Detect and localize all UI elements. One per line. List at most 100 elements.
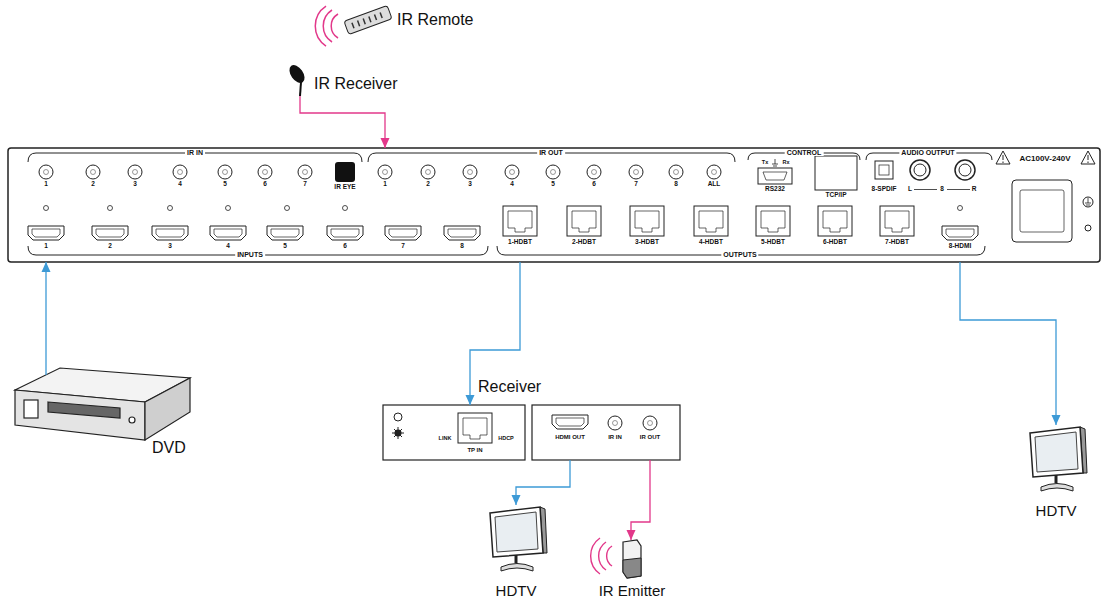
matrix-panel (210, 226, 246, 240)
matrix-panel (267, 226, 303, 240)
port-label: 2 (108, 243, 112, 250)
matrix-panel (44, 206, 49, 211)
matrix-panel (763, 172, 787, 180)
node-label: IR Emitter (599, 583, 666, 598)
port-label: INPUTS (235, 251, 265, 258)
arrow-head (381, 138, 390, 148)
port-label: L (908, 186, 912, 193)
matrix-panel (335, 162, 355, 182)
ir-emitter-drawing (591, 538, 612, 574)
matrix-panel (959, 164, 971, 176)
matrix-panel (669, 165, 683, 179)
ir-emitter-drawing (623, 558, 641, 578)
matrix-panel (444, 226, 480, 240)
port-label: 7 (303, 181, 307, 188)
receiver-drawing (552, 415, 588, 429)
port-label: 8 (674, 181, 678, 188)
port-label: 1 (44, 243, 48, 250)
cable-connector (631, 460, 650, 540)
matrix-panel (818, 206, 852, 236)
matrix-panel (1085, 198, 1091, 205)
matrix-panel (955, 160, 975, 180)
matrix-panel (343, 206, 348, 211)
port-label: LINK (439, 436, 452, 442)
hdtv: HDTV (1025, 425, 1088, 496)
matrix-panel (128, 165, 142, 179)
node-label: Receiver (478, 379, 541, 395)
port-label: 7 (634, 181, 638, 188)
matrix-panel (86, 165, 100, 179)
ir-remote-drawing (315, 6, 338, 46)
matrix-panel (1088, 155, 1089, 163)
dvd-player: DVD (15, 368, 190, 440)
matrix-panel (28, 153, 992, 255)
matrix-panel (8, 148, 1100, 262)
matrix-panel (226, 206, 231, 211)
port-label: 3-HDBT (635, 239, 659, 246)
port-label: TP IN (467, 447, 482, 453)
hdtv: HDTV (485, 505, 548, 576)
port-label: 8 (460, 243, 464, 250)
matrix-panel (327, 226, 363, 240)
dvd-drawing (45, 368, 46, 375)
port-label: 3 (468, 181, 472, 188)
matrix-panel (629, 165, 643, 179)
port-label: OUTPUTS (721, 251, 758, 258)
matrix-panel (421, 165, 435, 179)
arrow-head (466, 395, 475, 405)
matrix-panel (218, 165, 232, 179)
port-label: 6 (263, 181, 267, 188)
port-label: 2-HDBT (572, 239, 596, 246)
dvd-drawing (15, 368, 190, 440)
matrix-panel (875, 161, 893, 179)
cable-connector (300, 96, 385, 148)
dvd-drawing (48, 402, 120, 418)
receiver-drawing (383, 405, 525, 460)
matrix-panel (587, 165, 601, 179)
port-label: RS232 (765, 186, 785, 193)
matrix-panel (756, 206, 790, 236)
matrix-panel (958, 206, 963, 211)
receiver: ReceiverLINKHDCPTP INHDMI OUTIR INIR OUT (383, 405, 680, 460)
matrix-panel (258, 165, 272, 179)
port-label: ALL (708, 181, 721, 188)
matrix-panel (546, 165, 560, 179)
arrow-head (627, 530, 636, 540)
port-label: 4 (510, 181, 514, 188)
dvd-drawing (129, 417, 135, 423)
arrow-head (1052, 415, 1061, 425)
remote: IR Remote (343, 6, 393, 36)
port-label: 6 (343, 243, 347, 250)
port-label: 1 (383, 181, 387, 188)
node-label: IR Receiver (314, 76, 398, 92)
cable-connector (516, 460, 570, 505)
matrix-panel (942, 226, 978, 240)
dvd-drawing (145, 378, 190, 440)
port-label: IR IN (185, 149, 205, 156)
receiver-drawing (643, 416, 657, 430)
matrix-panel (152, 226, 188, 240)
ir-emitter: IR Emitter (620, 540, 642, 578)
port-label: 6 (592, 181, 596, 188)
matrix-panel (298, 165, 312, 179)
port-label: 4 (226, 243, 230, 250)
matrix-panel (694, 206, 728, 236)
cable-connector (960, 262, 1056, 425)
ir-emitter-drawing (623, 540, 641, 578)
port-label: 1 (44, 181, 48, 188)
receiver-drawing (608, 416, 622, 430)
ir-remote-drawing (344, 6, 392, 35)
matrix-panel (1003, 155, 1004, 163)
matrix-panel (1085, 225, 1091, 231)
port-label: R (972, 186, 977, 193)
port-label: TCP/IP (826, 192, 847, 199)
node-label: DVD (152, 440, 186, 456)
port-label: CONTROL (785, 149, 824, 156)
port-label: 2 (426, 181, 430, 188)
port-label: 7 (401, 243, 405, 250)
port-label: 7-HDBT (885, 239, 909, 246)
port-label: AUDIO OUTPUT (899, 149, 956, 156)
matrix-panel (772, 159, 778, 166)
